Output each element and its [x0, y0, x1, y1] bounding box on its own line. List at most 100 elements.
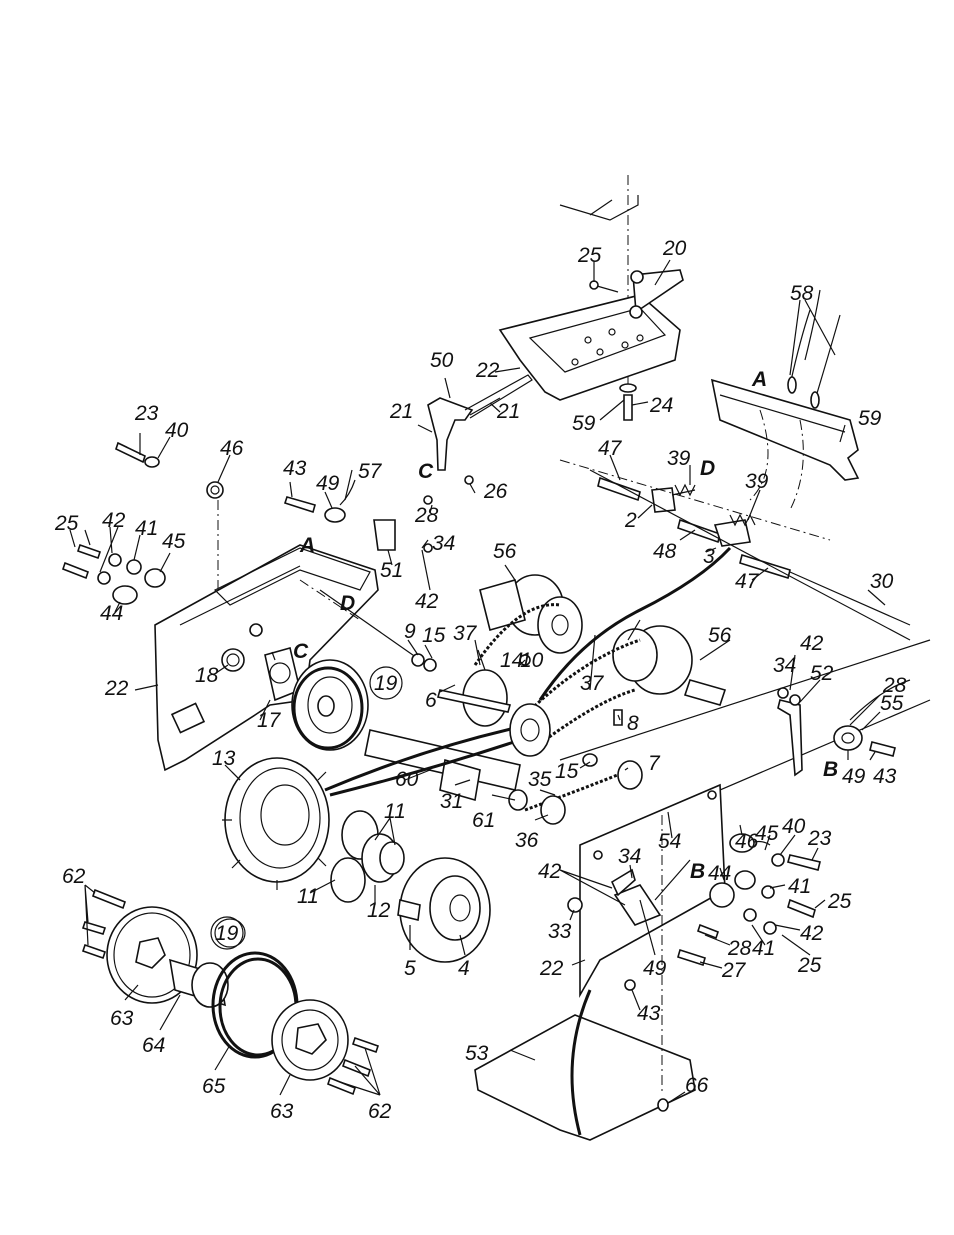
label-25-right-low: 25 — [797, 954, 822, 977]
label-25-left: 25 — [54, 512, 79, 535]
label-42-right: 42 — [800, 632, 824, 655]
label-40-right: 40 — [782, 815, 806, 838]
label-43-top: 43 — [283, 457, 307, 480]
label-44-left: 44 — [100, 602, 123, 625]
label-D-left: D — [340, 592, 355, 615]
label-22-top: 22 — [475, 359, 500, 382]
label-30: 30 — [870, 570, 894, 593]
label-58: 58 — [790, 282, 814, 305]
label-34-mid: 34 — [618, 845, 641, 868]
label-41-left: 41 — [135, 517, 158, 540]
label-19-low: 19 — [215, 922, 239, 945]
label-47-mid: 47 — [735, 570, 760, 593]
label-22-low: 22 — [539, 957, 564, 980]
label-37-left: 37 — [453, 622, 478, 645]
label-45-left: 45 — [162, 530, 186, 553]
label-31: 31 — [440, 790, 463, 813]
label-43-low: 43 — [637, 1002, 661, 1025]
label-A-top: A — [751, 368, 767, 391]
label-3: 3 — [703, 545, 715, 568]
label-D-right: D — [700, 457, 715, 480]
label-25-right-top: 25 — [827, 890, 852, 913]
label-5: 5 — [404, 957, 416, 980]
label-11-top: 11 — [384, 800, 406, 823]
label-49-top: 49 — [316, 472, 340, 495]
label-57: 57 — [358, 460, 383, 483]
label-39-top: 39 — [667, 447, 691, 470]
label-59-mid: 59 — [572, 412, 596, 435]
label-33: 33 — [548, 920, 572, 943]
label-42-mid: 42 — [415, 590, 439, 613]
label-45-right: 45 — [755, 822, 779, 845]
label-C-mid: C — [418, 460, 434, 483]
cable-bracket-assembly — [712, 290, 858, 510]
label-15-mid: 15 — [555, 760, 579, 783]
label-40-left: 40 — [165, 419, 189, 442]
label-23-left: 23 — [134, 402, 159, 425]
label-41-right-low: 41 — [752, 937, 775, 960]
label-41-right-top: 41 — [788, 875, 811, 898]
shift-lever-assembly — [428, 375, 532, 484]
label-13: 13 — [212, 747, 236, 770]
label-66: 66 — [685, 1074, 709, 1097]
label-35: 35 — [528, 768, 552, 791]
label-7: 7 — [648, 752, 661, 775]
label-62-low: 62 — [368, 1100, 392, 1123]
label-18: 18 — [195, 664, 219, 687]
label-51: 51 — [380, 559, 403, 582]
label-56-top: 56 — [493, 540, 517, 563]
label-63-left: 63 — [110, 1007, 134, 1030]
label-60: 60 — [395, 768, 419, 791]
label-14: 14 — [500, 649, 523, 672]
label-47-top: 47 — [598, 437, 623, 460]
label-61: 61 — [472, 809, 495, 832]
label-20: 20 — [662, 237, 687, 260]
label-65: 65 — [202, 1075, 226, 1098]
label-B-right: B — [823, 758, 838, 781]
label-64: 64 — [142, 1034, 165, 1057]
label-C-left: C — [293, 640, 309, 663]
label-2: 2 — [624, 509, 637, 532]
label-19-top: 19 — [374, 672, 398, 695]
label-59-right: 59 — [858, 407, 882, 430]
label-A-left: A — [299, 534, 315, 557]
label-4: 4 — [458, 957, 470, 980]
label-12: 12 — [367, 899, 391, 922]
label-28-low: 28 — [727, 937, 752, 960]
label-25-top: 25 — [577, 244, 602, 267]
label-21-left: 21 — [389, 400, 413, 423]
label-42-left: 42 — [102, 509, 126, 532]
label-B-mid: B — [690, 860, 705, 883]
label-11-low: 11 — [297, 885, 319, 908]
label-54: 54 — [658, 830, 681, 853]
label-8: 8 — [627, 712, 639, 735]
label-34-top: 34 — [432, 532, 455, 555]
label-34-right: 34 — [773, 654, 796, 677]
label-26: 26 — [483, 480, 508, 503]
label-36: 36 — [515, 829, 539, 852]
label-48: 48 — [653, 540, 677, 563]
label-63-low: 63 — [270, 1100, 294, 1123]
label-23-right: 23 — [807, 827, 832, 850]
label-37-mid: 37 — [580, 672, 605, 695]
label-49-low: 49 — [643, 957, 667, 980]
label-43-right: 43 — [873, 765, 897, 788]
label-42-lowmid: 42 — [538, 860, 562, 883]
label-17: 17 — [257, 709, 282, 732]
label-49-right: 49 — [842, 765, 866, 788]
label-10: 10 — [520, 649, 544, 672]
label-44-right: 44 — [708, 862, 731, 885]
label-9: 9 — [404, 620, 416, 643]
label-62-top: 62 — [62, 865, 86, 888]
label-50: 50 — [430, 349, 454, 372]
label-24: 24 — [649, 394, 673, 417]
label-42-lowright: 42 — [800, 922, 824, 945]
label-56-mid: 56 — [708, 624, 732, 647]
label-53: 53 — [465, 1042, 489, 1065]
label-28-top: 28 — [414, 504, 439, 527]
label-27: 27 — [721, 959, 747, 982]
label-52: 52 — [810, 662, 834, 685]
label-6: 6 — [425, 689, 437, 712]
label-21-right: 21 — [496, 400, 520, 423]
